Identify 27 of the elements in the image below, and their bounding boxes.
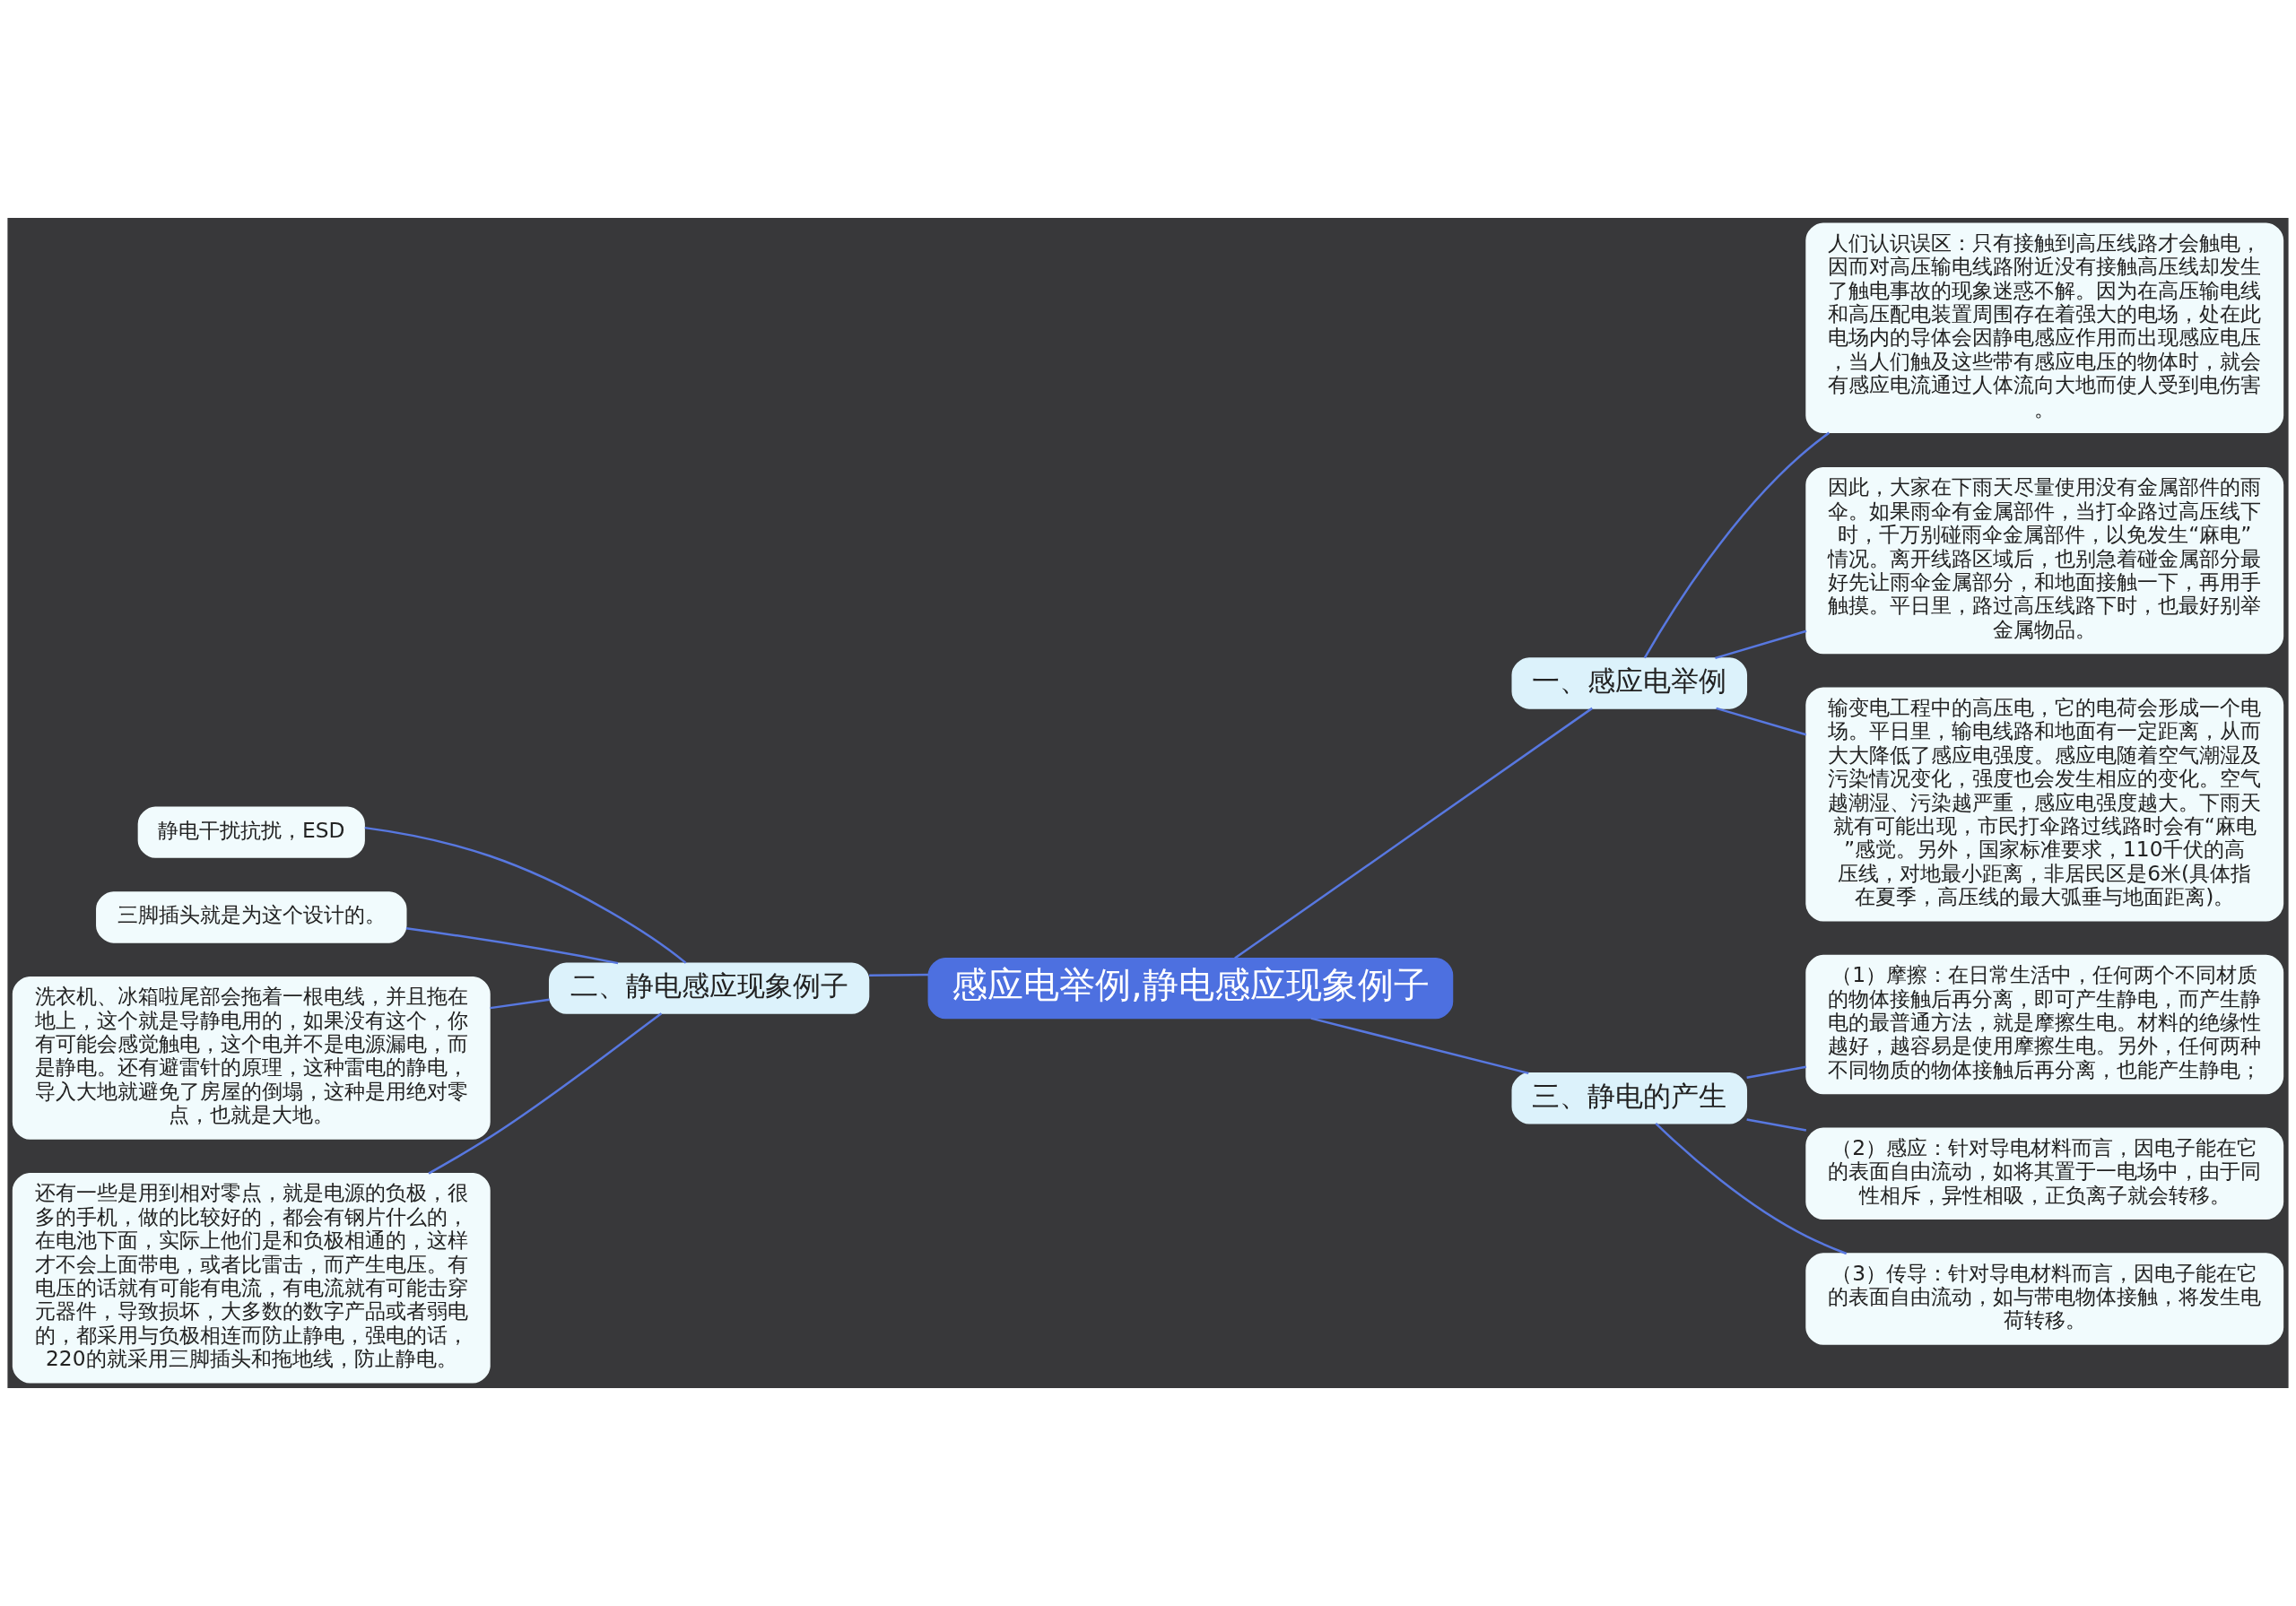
connector [428, 1012, 663, 1175]
connector [869, 973, 929, 977]
node-box: 三、静电的产生 [1511, 1072, 1748, 1124]
connector [1716, 707, 1806, 736]
connector [490, 998, 550, 1010]
node-box: （3）传导：针对导电材料而言，因电子能在它的表面自由流动，如与带电物体接触，将发生电荷转移。 [1805, 1253, 2284, 1345]
node-box: 洗衣机、冰箱啦尾部会拖着一根电线，并且拖在地上，这个就是导静电用的，如果没有这个，你有可能会感觉触电，这个电并不是电源漏电，而是静电。还有避雷针的原理，这种雷电的静电，导入大地就避免了房屋的倒塌，这种是用绝对零点，也就是大地。 [12, 976, 491, 1140]
node-box: （2）感应：针对导电材料而言，因电子能在它的表面自由流动，如将其置于一电场中，由于同性相斥，异性相吸，正负离子就会转移。 [1805, 1127, 2284, 1220]
node-box: 因此，大家在下雨天尽量使用没有金属部件的雨伞。如果雨伞有金属部件，当打伞路过高压线下时，千万别碰雨伞金属部件，以免发生“麻电”情况。离开线路区域后，也别急着碰金属部分最好先让雨伞金属部分，和地面接触一下，再用手触摸。平日里，路过高压线路下时，也最好别举金属物品。 [1805, 467, 2284, 655]
node-box: 还有一些是用到相对零点，就是电源的负极，很多的手机，做的比较好的，都会有钢片什么的，在电池下面，实际上他们是和负极相通的，这样才不会上面带电，或者比雷击，而产生电压。有电压的话就有可能有电流，有电流就有可能击穿元器件，导致损坏，大多数的数字产品或者弱电的，都采用与负极相连而防止静电，强电的话，220的就采用三脚插头和拖地线，防止静电。 [12, 1172, 491, 1384]
connector [1655, 1123, 1848, 1255]
node-box: （1）摩擦：在日常生活中，任何两个不同材质的物体接触后再分离，即可产生静电，而产生静电的最普通方法，就是摩擦生电。材料的绝缘性越好，越容易是使用摩擦生电。另外，任何两种不同物质的物体接触后再分离，也能产生静电； [1805, 954, 2284, 1095]
connector [1643, 431, 1831, 659]
connector [1746, 1065, 1807, 1079]
connector [1746, 1118, 1807, 1132]
node-box: 人们认识误区：只有接触到高压线路才会触电，因而对高压输电线路附近没有接触高压线却发生了触电事故的现象迷惑不解。因为在高压输电线和高压配电装置周围存在着强大的电场，处在此电场内的导体会因静电感应作用而出现感应电压，当人们触及这些带有感应电压的物体时，就会有感应电流通过人体流向大地而使人受到电伤害。 [1805, 222, 2284, 434]
connector [364, 826, 687, 964]
node-box: 三脚插头就是为这个设计的。 [96, 891, 407, 943]
connector [405, 926, 619, 965]
node-box: 二、静电感应现象例子 [548, 962, 870, 1014]
node-box: 静电干扰抗扰，ESD [137, 806, 365, 858]
node-box: 感应电举例,静电感应现象例子 [927, 957, 1454, 1020]
connector [1715, 629, 1807, 660]
connector [1234, 707, 1593, 959]
node-box: 一、感应电举例 [1511, 657, 1748, 709]
connector [1310, 1017, 1529, 1075]
node-box: 输变电工程中的高压电，它的电荷会形成一个电场。平日里，输电线路和地面有一定距离，从而大大降低了感应电强度。感应电随着空气潮湿及污染情况变化，强度也会发生相应的变化。空气越潮湿、污染越严重，感应电强度越大。下雨天就有可能出现，市民打伞路过线路时会有“麻电”感觉。另外，国家标准要求，110千伏的高压线，对地最小距离，非居民区是6米(具体指在夏季，高压线的最大弧垂与地面距离)。 [1805, 687, 2284, 922]
